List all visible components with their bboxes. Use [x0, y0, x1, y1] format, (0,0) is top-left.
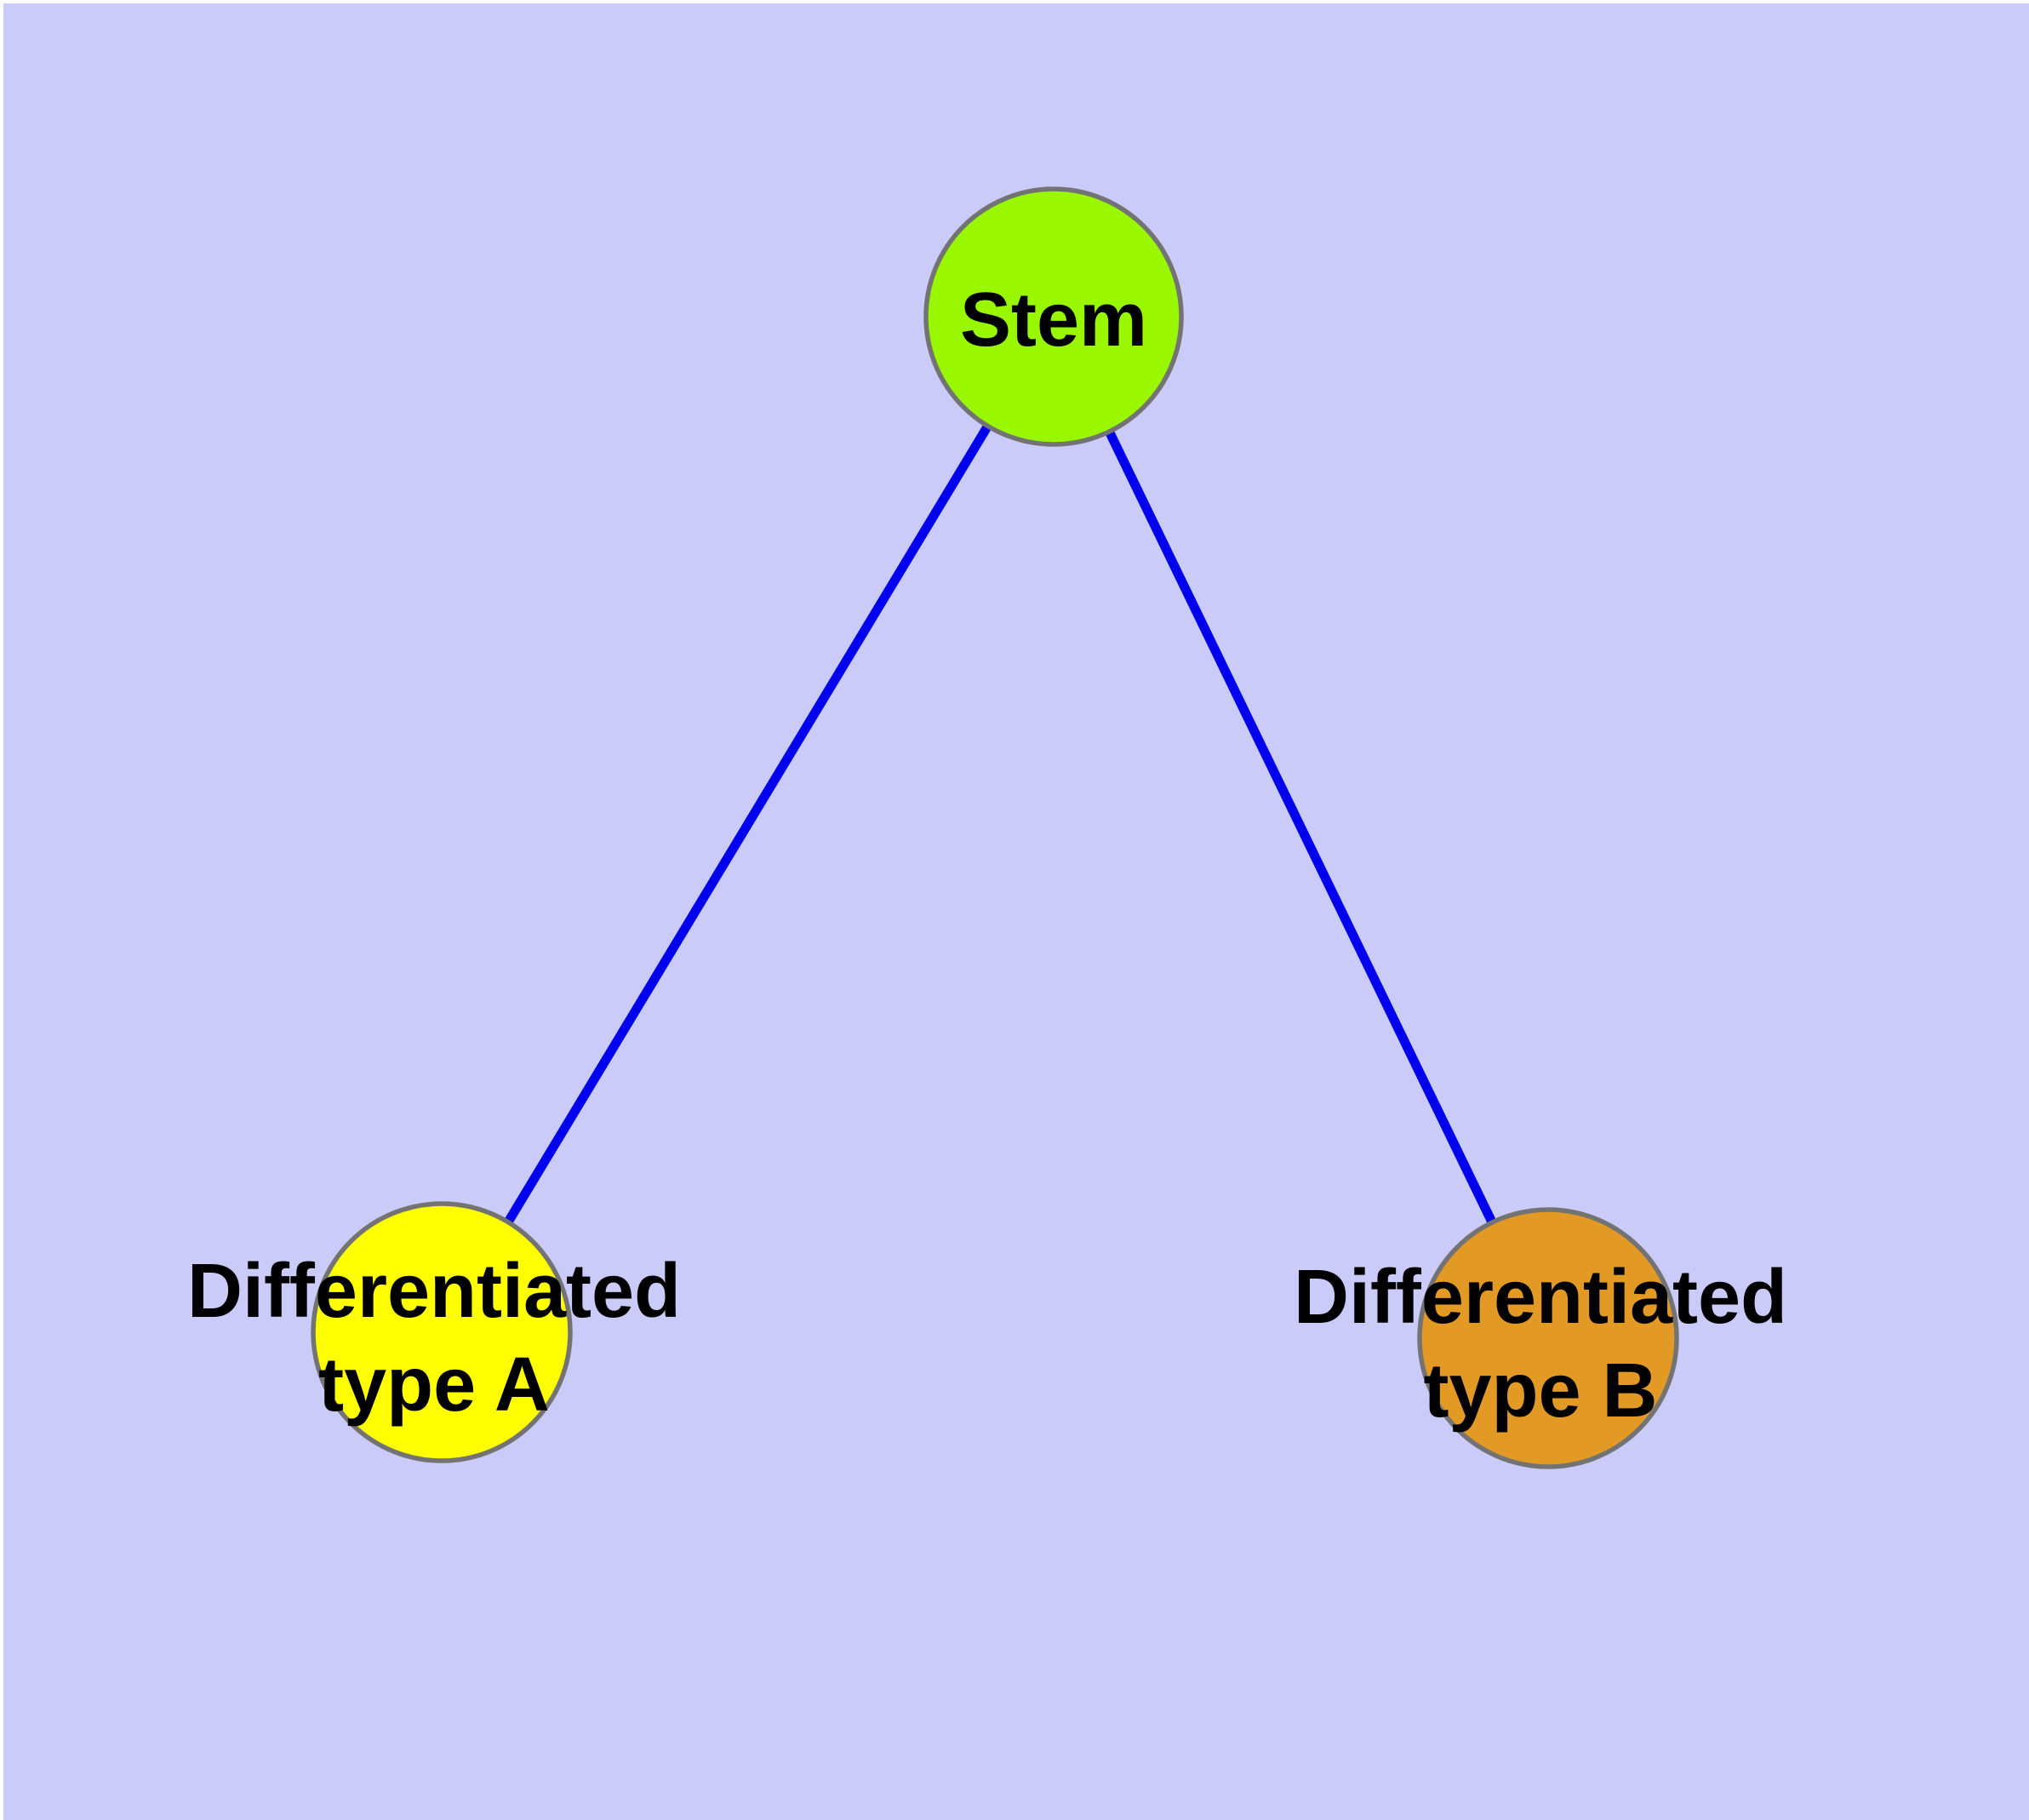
- node-differentiated-type-a: [311, 1201, 573, 1463]
- node-differentiated-type-b: [1417, 1207, 1679, 1469]
- edge-stem-to-type-a: [437, 314, 1058, 1335]
- node-type-a-label-line1: Differentiated: [187, 1249, 681, 1334]
- node-type-a-label-line2: type A: [318, 1342, 550, 1428]
- node-type-b-label-line2: type B: [1423, 1348, 1657, 1434]
- node-type-b-label-line1: Differentiated: [1294, 1255, 1787, 1340]
- node-stem-label: Stem: [960, 278, 1147, 363]
- edge-stem-to-type-b: [1049, 314, 1552, 1341]
- node-stem: [923, 186, 1184, 447]
